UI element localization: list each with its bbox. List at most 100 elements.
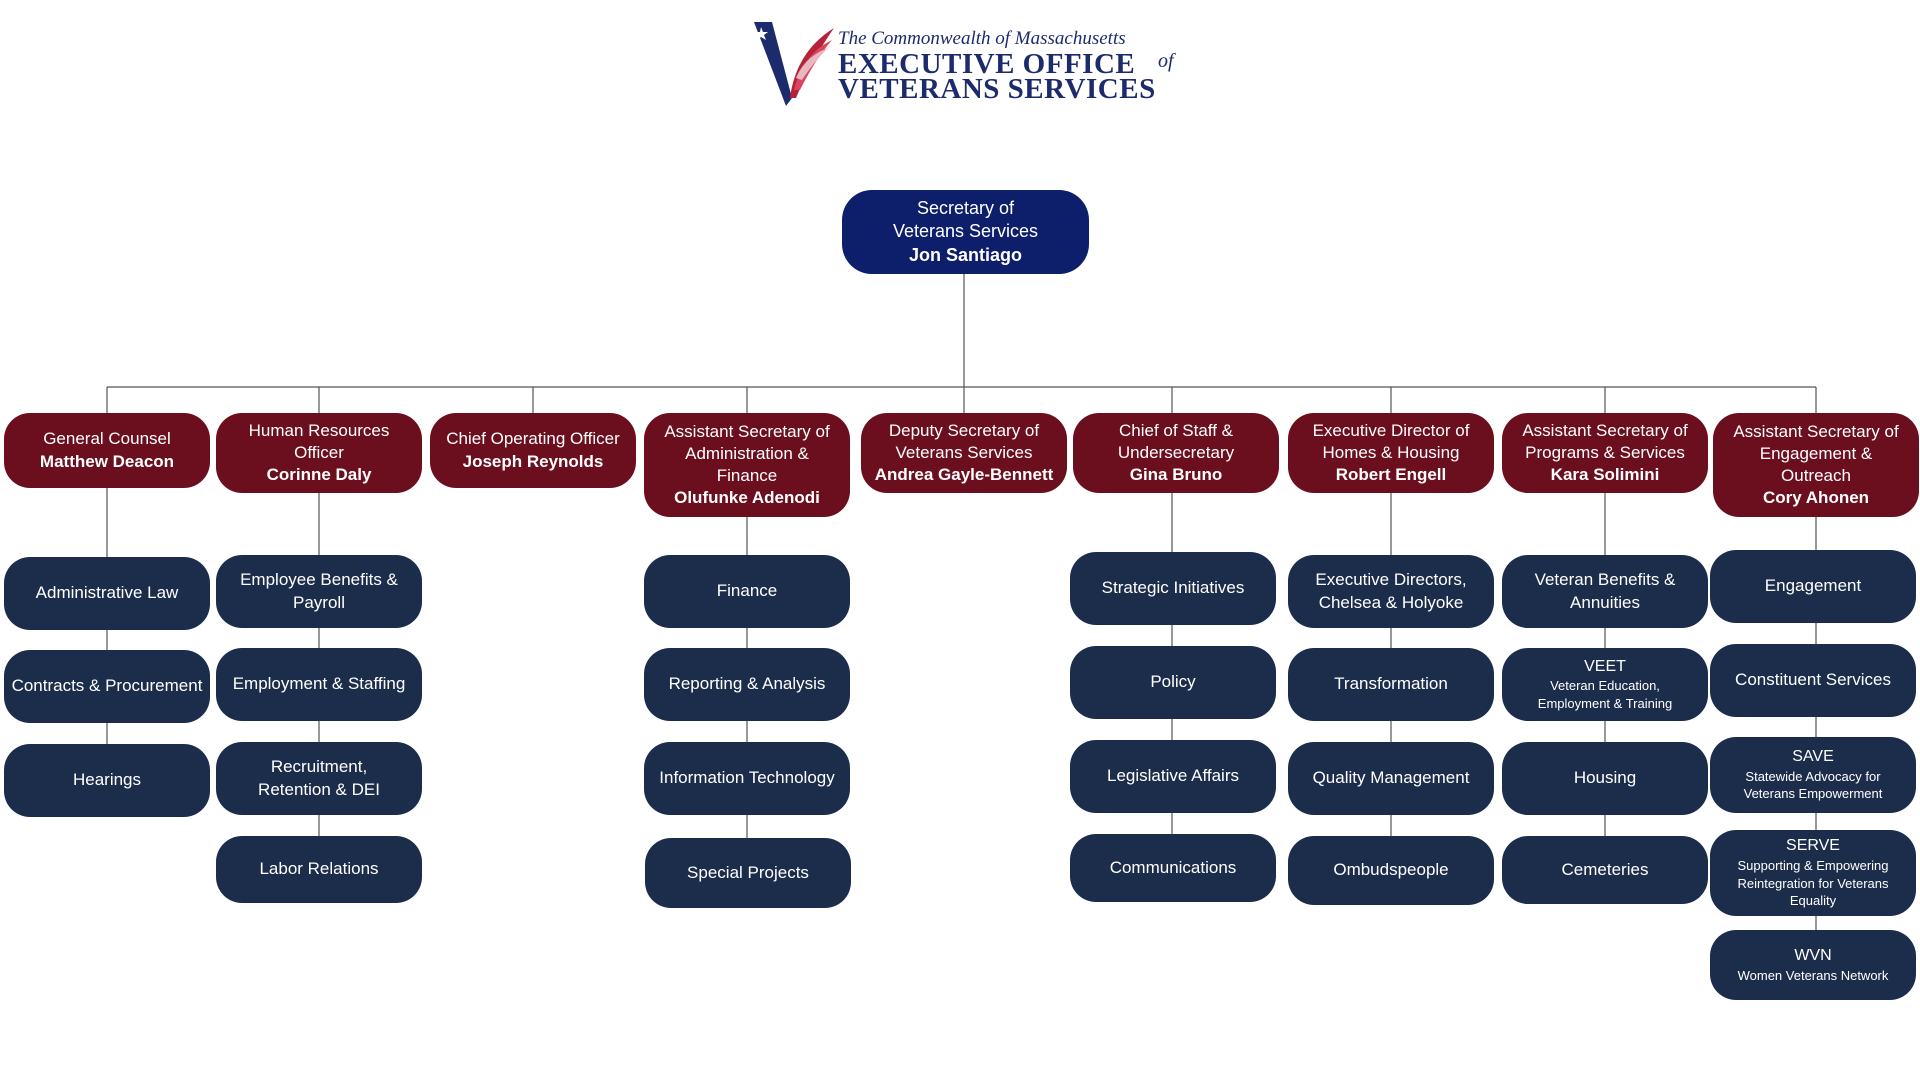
dept-special-projects: Special Projects bbox=[645, 838, 851, 908]
node-person-name: Andrea Gayle-Bennett bbox=[874, 465, 1054, 485]
dept-communications: Communications bbox=[1070, 834, 1276, 902]
dept-label: Communications bbox=[1109, 857, 1237, 877]
node-title: Chief of Staff & bbox=[1118, 420, 1234, 440]
dept-quality-management: Quality Management bbox=[1288, 742, 1494, 815]
dept-label: Strategic Initiatives bbox=[1101, 578, 1245, 598]
dept-administrative-law: Administrative Law bbox=[4, 557, 210, 630]
node-title: Finance bbox=[716, 466, 778, 485]
dept-labor-relations: Labor Relations bbox=[216, 836, 422, 903]
dept-constituent-services: Constituent Services bbox=[1710, 644, 1916, 717]
node-assistant-secretary-programs-services: Assistant Secretary of Programs & Servic… bbox=[1502, 413, 1708, 493]
dept-employment-staffing: Employment & Staffing bbox=[216, 648, 422, 721]
dept-label: Labor Relations bbox=[259, 859, 379, 879]
node-title: Programs & Services bbox=[1525, 442, 1685, 462]
dept-label: Finance bbox=[716, 581, 778, 601]
node-title: Engagement & bbox=[1759, 443, 1873, 463]
logo-v-flag-icon bbox=[754, 22, 834, 106]
node-title: Assistant Secretary of bbox=[1522, 420, 1688, 440]
node-title: Executive Director of bbox=[1312, 420, 1470, 440]
dept-label: Information Technology bbox=[659, 768, 835, 788]
logo-line-executive-office: EXECUTIVE OFFICE bbox=[838, 48, 1136, 80]
dept-acronym-expansion: Statewide Advocacy for bbox=[1745, 768, 1881, 784]
dept-housing: Housing bbox=[1502, 742, 1708, 815]
dept-acronym-expansion: Veteran Education, bbox=[1550, 678, 1660, 694]
dept-finance: Finance bbox=[644, 555, 850, 628]
dept-label: Payroll bbox=[293, 592, 345, 612]
node-title: Assistant Secretary of bbox=[664, 421, 830, 441]
dept-label: Transformation bbox=[1334, 674, 1448, 694]
dept-label: Constituent Services bbox=[1735, 670, 1891, 690]
dept-hearings: Hearings bbox=[4, 744, 210, 817]
dept-executive-directors-chelsea-holyoke: Executive Directors, Chelsea & Holyoke bbox=[1288, 555, 1494, 628]
dept-engagement: Engagement bbox=[1710, 550, 1916, 623]
dept-acronym-expansion: Supporting & Empowering bbox=[1737, 858, 1889, 874]
dept-cemeteries: Cemeteries bbox=[1502, 836, 1708, 904]
logo-word-of: of bbox=[1158, 50, 1174, 72]
node-person-name: Jon Santiago bbox=[908, 244, 1022, 265]
dept-reporting-analysis: Reporting & Analysis bbox=[644, 648, 850, 721]
dept-information-technology: Information Technology bbox=[644, 742, 850, 815]
dept-acronym-expansion: Women Veterans Network bbox=[1737, 967, 1889, 983]
node-title: Secretary of bbox=[916, 197, 1015, 218]
dept-employee-benefits-payroll: Employee Benefits & Payroll bbox=[216, 555, 422, 628]
node-chief-operating-officer: Chief Operating Officer Joseph Reynolds bbox=[430, 413, 636, 488]
node-title: Human Resources bbox=[248, 420, 390, 440]
dept-label: Administrative Law bbox=[35, 583, 179, 603]
node-person-name: Olufunke Adenodi bbox=[674, 488, 820, 508]
logo-line-veterans-services: VETERANS SERVICES bbox=[838, 73, 1156, 105]
dept-veet: VEET Veteran Education, Employment & Tra… bbox=[1502, 648, 1708, 721]
dept-transformation: Transformation bbox=[1288, 648, 1494, 721]
node-person-name: Joseph Reynolds bbox=[462, 451, 604, 471]
node-secretary: Secretary of Veterans Services Jon Santi… bbox=[842, 190, 1089, 274]
dept-acronym: VEET bbox=[1584, 657, 1626, 675]
dept-wvn: WVN Women Veterans Network bbox=[1710, 930, 1916, 1000]
dept-label: Retention & DEI bbox=[258, 779, 380, 799]
node-person-name: Kara Solimini bbox=[1550, 465, 1660, 485]
node-title: Homes & Housing bbox=[1322, 442, 1460, 462]
node-title: Veterans Services bbox=[895, 442, 1033, 462]
dept-veteran-benefits-annuities: Veteran Benefits & Annuities bbox=[1502, 555, 1708, 628]
dept-policy: Policy bbox=[1070, 646, 1276, 719]
node-person-name: Corinne Daly bbox=[266, 465, 372, 485]
node-title: Deputy Secretary of bbox=[888, 420, 1040, 440]
dept-label: Housing bbox=[1573, 768, 1637, 788]
dept-label: Employment & Staffing bbox=[232, 674, 406, 694]
dept-acronym: WVN bbox=[1794, 946, 1832, 964]
agency-logo: The Commonwealth of Massachusetts EXECUT… bbox=[750, 18, 1190, 110]
node-person-name: Cory Ahonen bbox=[1762, 488, 1870, 508]
node-person-name: Gina Bruno bbox=[1129, 465, 1223, 485]
dept-ombudspeople: Ombudspeople bbox=[1288, 836, 1494, 905]
dept-label: Ombudspeople bbox=[1333, 860, 1449, 880]
node-executive-director-homes-housing: Executive Director of Homes & Housing Ro… bbox=[1288, 413, 1494, 493]
node-human-resources-officer: Human Resources Officer Corinne Daly bbox=[216, 413, 422, 493]
node-deputy-secretary: Deputy Secretary of Veterans Services An… bbox=[861, 413, 1067, 493]
node-title: Outreach bbox=[1781, 466, 1851, 485]
node-title: General Counsel bbox=[43, 429, 171, 449]
dept-acronym-expansion: Reintegration for Veterans bbox=[1737, 875, 1889, 891]
dept-acronym-expansion: Equality bbox=[1789, 893, 1837, 909]
dept-label: Reporting & Analysis bbox=[668, 674, 826, 694]
node-title: Administration & bbox=[685, 443, 809, 463]
dept-save: SAVE Statewide Advocacy for Veterans Emp… bbox=[1710, 737, 1916, 813]
logo-line-commonwealth: The Commonwealth of Massachusetts bbox=[838, 28, 1126, 49]
dept-label: Legislative Affairs bbox=[1107, 766, 1239, 786]
dept-acronym: SAVE bbox=[1792, 748, 1834, 766]
dept-recruitment-retention-dei: Recruitment, Retention & DEI bbox=[216, 742, 422, 815]
node-general-counsel: General Counsel Matthew Deacon bbox=[4, 413, 210, 488]
dept-strategic-initiatives: Strategic Initiatives bbox=[1070, 552, 1276, 625]
dept-label: Executive Directors, bbox=[1315, 570, 1467, 590]
node-title: Assistant Secretary of bbox=[1733, 421, 1899, 441]
node-person-name: Robert Engell bbox=[1335, 465, 1447, 485]
dept-acronym: SERVE bbox=[1786, 837, 1840, 855]
dept-serve: SERVE Supporting & Empowering Reintegrat… bbox=[1710, 830, 1916, 916]
dept-label: Contracts & Procurement bbox=[11, 676, 203, 696]
node-assistant-secretary-administration-finance: Assistant Secretary of Administration & … bbox=[644, 413, 850, 517]
dept-label: Chelsea & Holyoke bbox=[1318, 592, 1464, 612]
dept-label: Hearings bbox=[72, 770, 142, 790]
dept-label: Recruitment, bbox=[270, 757, 368, 777]
node-assistant-secretary-engagement-outreach: Assistant Secretary of Engagement & Outr… bbox=[1713, 413, 1919, 517]
dept-label: Quality Management bbox=[1312, 768, 1470, 788]
dept-label: Engagement bbox=[1764, 576, 1862, 596]
dept-acronym-expansion: Employment & Training bbox=[1537, 695, 1673, 711]
